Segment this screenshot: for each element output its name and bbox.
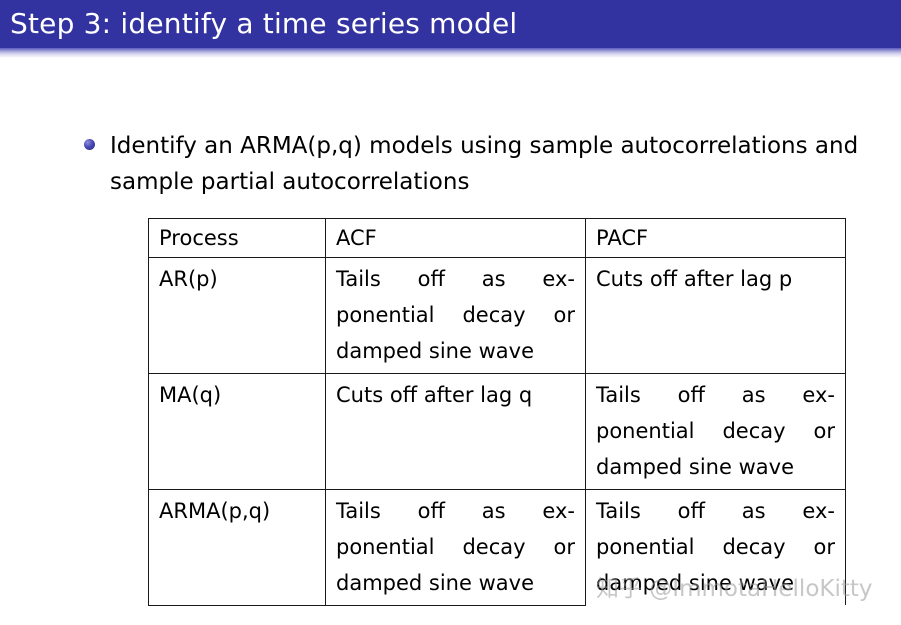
cell-pacf-ma: Tails off as ex­ponential decay or dampe… — [585, 373, 846, 490]
cell-process-arma: ARMA(p,q) — [148, 489, 326, 606]
table-row: AR(p) Tails off as ex­ponential decay or… — [148, 257, 846, 374]
table-row: ARMA(p,q) Tails off as ex­ponential deca… — [148, 489, 846, 606]
cell-acf-arma: Tails off as ex­ponential decay or dampe… — [325, 489, 586, 606]
cell-pacf-arma: Tails off as ex­ponential decay or dampe… — [585, 489, 846, 606]
title-bar-gradient-divider — [0, 48, 901, 58]
page-title: Step 3: identify a time series model — [10, 6, 518, 40]
slide-title-bar: Step 3: identify a time series model — [0, 0, 901, 48]
cell-pacf-ar: Cuts off after lag p — [585, 257, 846, 374]
table-header-row: Process ACF PACF — [148, 218, 846, 258]
column-header-process: Process — [148, 218, 326, 258]
cell-process-ar: AR(p) — [148, 257, 326, 374]
bullet-sphere-icon — [84, 139, 95, 150]
cell-acf-ma: Cuts off after lag q — [325, 373, 586, 490]
bullet-list: Identify an ARMA(p,q) models using sampl… — [84, 128, 884, 200]
bullet-item-label: Identify an ARMA(p,q) models using sampl… — [110, 133, 859, 195]
cell-process-ma: MA(q) — [148, 373, 326, 490]
table-row: MA(q) Cuts off after lag q Tails off as … — [148, 373, 846, 490]
column-header-pacf: PACF — [585, 218, 846, 258]
cell-acf-ar: Tails off as ex­ponential decay or dampe… — [325, 257, 586, 374]
list-item: Identify an ARMA(p,q) models using sampl… — [84, 128, 884, 200]
column-header-acf: ACF — [325, 218, 586, 258]
arma-identification-table: Process ACF PACF AR(p) Tails off as ex­p… — [148, 218, 846, 606]
